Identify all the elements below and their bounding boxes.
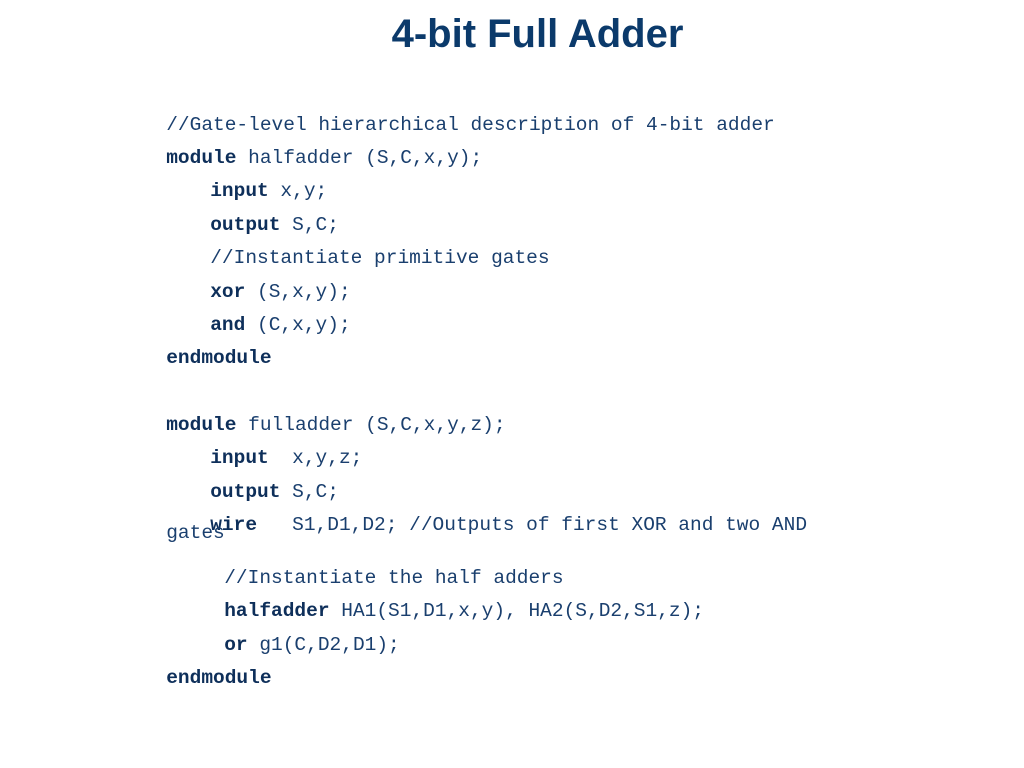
- fulladder-wire-decl: wire S1,D1,D2; //Outputs of first XOR an…: [140, 480, 807, 536]
- keyword-halfadder: halfadder: [224, 600, 330, 622]
- keyword-input: input: [210, 180, 269, 202]
- fulladder-or-gate: or g1(C,D2,D1);: [154, 600, 400, 656]
- halfadder-and-gate: and (C,x,y);: [140, 280, 350, 336]
- comment-text: //Instantiate primitive gates: [210, 247, 550, 269]
- keyword-wire: wire: [210, 514, 258, 536]
- and-args: (C,x,y);: [245, 314, 351, 336]
- comment-text: //Instantiate the half adders: [224, 567, 564, 589]
- comment-text: //Gate-level hierarchical description of…: [166, 114, 775, 136]
- keyword-module: module: [166, 147, 237, 169]
- halfadder-input-decl: input x,y;: [140, 146, 327, 202]
- keyword-endmodule: endmodule: [166, 347, 272, 369]
- halfadder-module-decl: module halfadder (S,C,x,y);: [96, 113, 482, 169]
- halfadder-output-decl: output S,C;: [140, 180, 339, 236]
- halfadder-endmodule: endmodule: [96, 313, 271, 369]
- output-args: S,C;: [280, 481, 339, 503]
- keyword-endmodule: endmodule: [166, 667, 272, 689]
- input-args: x,y,z;: [268, 447, 363, 469]
- keyword-and: and: [210, 314, 246, 336]
- fulladder-wire-wrap: gates: [96, 505, 225, 562]
- keyword-module: module: [166, 414, 237, 436]
- halfadder-comment: //Instantiate primitive gates: [140, 213, 549, 269]
- halfadder-instance-args: HA1(S1,D1,x,y), HA2(S,D2,S1,z);: [329, 600, 705, 622]
- halfadder-xor-gate: xor (S,x,y);: [140, 247, 350, 303]
- keyword-or: or: [224, 634, 248, 656]
- fulladder-halfadder-instances: halfadder HA1(S1,D1,x,y), HA2(S,D2,S1,z)…: [154, 566, 704, 622]
- fulladder-output-decl: output S,C;: [140, 447, 339, 503]
- input-args: x,y;: [268, 180, 328, 202]
- fulladder-comment: //Instantiate the half adders: [154, 533, 563, 589]
- wire-wrap-text: gates: [166, 522, 225, 544]
- keyword-output: output: [210, 481, 281, 503]
- slide-title: 4-bit Full Adder: [391, 12, 684, 56]
- keyword-input: input: [210, 447, 269, 469]
- xor-args: (S,x,y);: [245, 281, 351, 303]
- wire-args: S1,D1,D2; //Outputs of first XOR and two…: [257, 514, 808, 536]
- verilog-code-block: //Gate-level hierarchical description of…: [96, 80, 916, 689]
- fulladder-input-decl: input x,y,z;: [140, 413, 362, 469]
- keyword-xor: xor: [210, 281, 246, 303]
- module-signature: fulladder (S,C,x,y,z);: [236, 414, 506, 436]
- fulladder-module-decl: module fulladder (S,C,x,y,z);: [96, 380, 505, 436]
- output-args: S,C;: [280, 214, 339, 236]
- keyword-output: output: [210, 214, 281, 236]
- code-comment-header: //Gate-level hierarchical description of…: [96, 80, 775, 136]
- fulladder-endmodule: endmodule: [96, 633, 271, 689]
- or-args: g1(C,D2,D1);: [247, 634, 400, 656]
- module-signature: halfadder (S,C,x,y);: [236, 147, 483, 169]
